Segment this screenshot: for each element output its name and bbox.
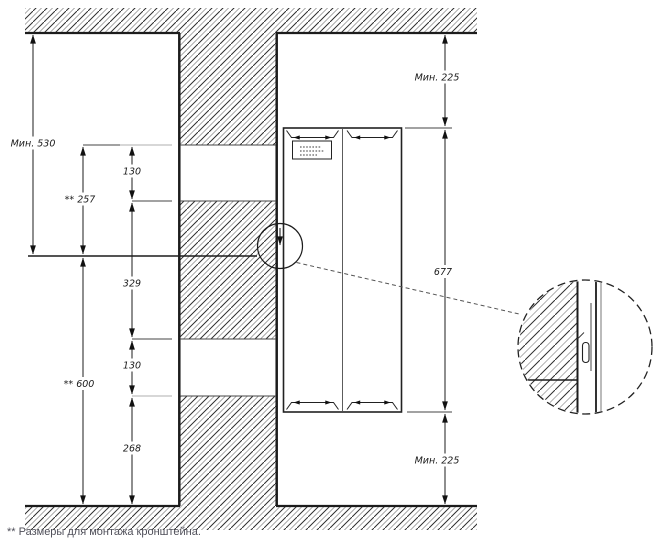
dimension-min-530: Мин. 530 (9, 34, 57, 255)
wall-hatch-upper (180, 33, 276, 145)
rating-plate-text-lines (300, 146, 324, 156)
label-background (120, 276, 144, 290)
label-background (9, 136, 57, 150)
callout-leader-line (296, 262, 520, 315)
dimension-label: Мин. 225 (415, 456, 460, 467)
rating-plate-box (292, 140, 332, 160)
dimension-257-600: ** 257 ** 600 (56, 146, 101, 505)
wall-hatch-middle (180, 201, 276, 339)
label-background (59, 192, 100, 206)
dimension-label: 329 (123, 279, 141, 290)
dimension-label: 130 (123, 361, 141, 372)
extension-lines-right (405, 127, 452, 413)
label-background (120, 441, 144, 455)
dimension-label: Мин. 225 (415, 73, 460, 84)
floor (25, 504, 477, 530)
label-background (120, 358, 144, 372)
dimension-chain-right: Мин. 225 677 Мин. 225 (412, 34, 462, 505)
ceiling-hatch (25, 8, 477, 33)
label-background (430, 265, 456, 278)
callout-circle (256, 222, 304, 270)
floor-hatch (25, 506, 477, 530)
extension-lines-left (83, 144, 172, 397)
dimension-label: 130 (123, 167, 141, 178)
label-background (412, 70, 462, 84)
rating-plate-icon (292, 140, 332, 160)
label-background (56, 377, 101, 390)
dimension-chain-openings: 130 329 130 268 (120, 146, 144, 505)
dimension-label: Мин. 530 (11, 139, 56, 150)
dimension-label: ** 600 (64, 379, 95, 390)
detail-callout (256, 222, 520, 315)
ceiling (25, 8, 477, 35)
dimension-label: 268 (123, 444, 141, 455)
dimension-label: 677 (434, 267, 452, 278)
detail-bracket-hook-slot (581, 341, 590, 364)
wall-hatch-lower (180, 396, 276, 506)
label-background (120, 164, 144, 178)
detail-bracket-tab (577, 332, 585, 340)
mounting-wall (178, 33, 278, 506)
dimension-label: ** 257 (65, 195, 96, 206)
detail-view (517, 279, 653, 415)
label-background (412, 453, 462, 467)
footnote: ** Размеры для монтажа кронштейна. (7, 526, 201, 538)
appliance (282, 127, 403, 413)
